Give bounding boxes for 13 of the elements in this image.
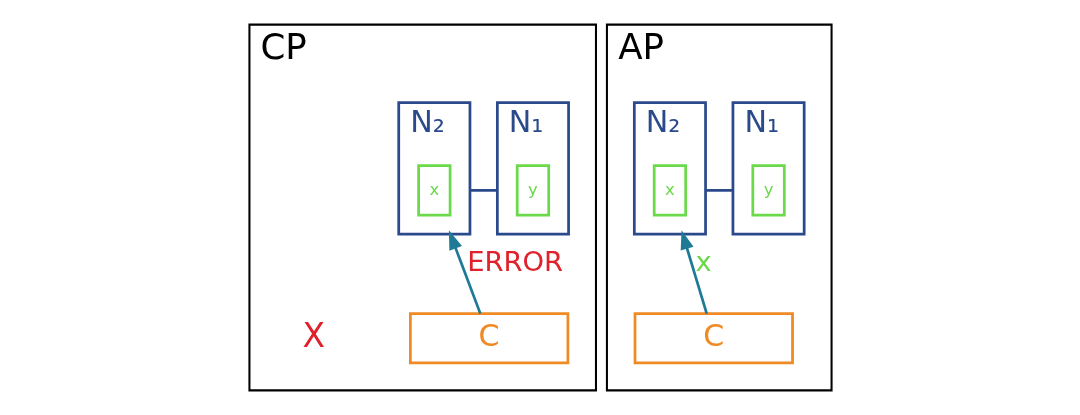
connector xyxy=(705,189,733,192)
arrow xyxy=(448,230,482,315)
arrow xyxy=(680,230,708,314)
node-box: x xyxy=(416,164,451,217)
edge-label: x xyxy=(694,246,712,278)
label: X xyxy=(302,315,325,355)
node-box: C xyxy=(633,312,794,365)
node-box: y xyxy=(515,164,550,217)
node-box: C xyxy=(408,312,569,365)
edge-label: ERROR xyxy=(466,246,563,278)
node-box: x xyxy=(652,164,687,217)
node-box: y xyxy=(750,164,786,217)
connector xyxy=(469,189,497,192)
